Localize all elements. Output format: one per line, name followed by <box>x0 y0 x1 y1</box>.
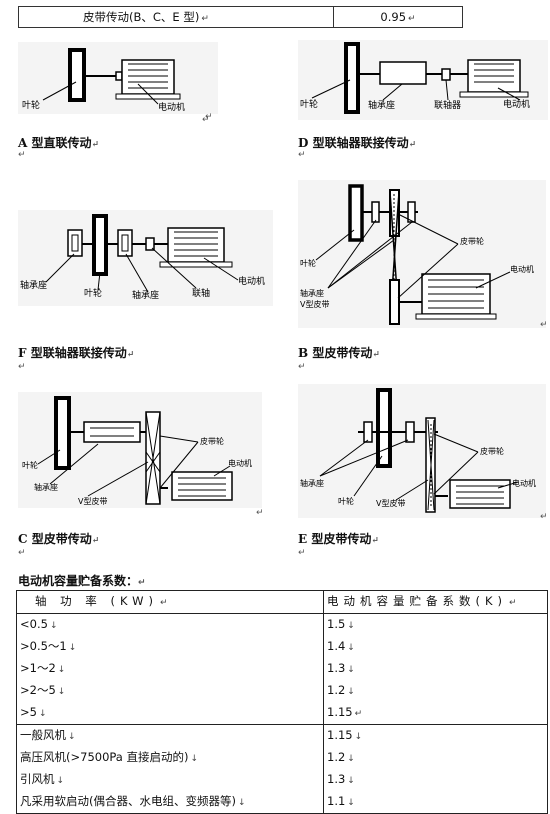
label-impeller: 叶轮 <box>22 99 40 111</box>
diagram-c: 叶轮 皮带轮 轴承座 V型皮带 电动机 <box>18 392 262 508</box>
label-pulley: 皮带轮 <box>480 446 504 456</box>
label-bearing: 轴承座 <box>300 478 324 488</box>
label-bearing: 轴承座 <box>34 482 58 492</box>
power-range: >1～2 <box>20 661 56 675</box>
caption-e: E 型皮带传动 <box>298 532 372 546</box>
header-shaft-power: 轴 功 率 (KW) <box>35 594 158 608</box>
power-range: >2～5 <box>20 683 56 697</box>
table-row: 引风机↓ 1.3↓ <box>16 769 548 791</box>
transmission-label: 皮带传动(B、C、E 型) <box>83 10 200 24</box>
diagram-b: 叶轮 皮带轮 轴承座 V型皮带 电动机 <box>298 180 546 328</box>
diagram-e: 皮带轮 电动机 轴承座 叶轮 V型皮带 <box>298 384 546 518</box>
caption-c: C 型皮带传动 <box>18 532 92 546</box>
label-pulley: 皮带轮 <box>200 436 224 446</box>
label-impeller: 叶轮 <box>22 460 38 470</box>
label-coupling: 联轴器 <box>434 99 461 111</box>
label-pulley: 皮带轮 <box>460 236 484 246</box>
label-motor: 电动机 <box>158 101 185 113</box>
table-row: 一般风机↓ 1.15↓ <box>16 724 548 747</box>
power-range: >0.5～1 <box>20 639 67 653</box>
reserve-factor: 1.3 <box>327 661 346 675</box>
label-impeller: 叶轮 <box>338 496 354 506</box>
diagram-f: 轴承座 叶轮 轴承座 联轴 电动机 <box>18 210 273 306</box>
label-impeller: 叶轮 <box>300 258 316 268</box>
transmission-value: 0.95 <box>380 10 407 24</box>
label-bearing-left: 轴承座 <box>20 279 47 291</box>
reserve-factor: 1.2 <box>327 750 346 764</box>
table-row: >0.5～1↓ 1.4↓ <box>16 636 548 658</box>
label-motor: 电动机 <box>503 98 530 110</box>
fan-type: 引风机 <box>20 772 55 786</box>
label-motor: 电动机 <box>228 458 252 468</box>
reserve-factor: 1.4 <box>327 639 346 653</box>
fan-type: 一般风机 <box>20 728 66 742</box>
table-row: 高压风机(>7500Pa 直接启动的)↓ 1.2↓ <box>16 747 548 769</box>
label-vbelt: V型皮带 <box>376 498 405 508</box>
reserve-factor: 1.15 <box>327 728 353 742</box>
power-range: <0.5 <box>20 617 48 631</box>
caption-d: D 型联轴器联接传动 <box>298 136 409 150</box>
label-vbelt: V型皮带 <box>78 496 107 506</box>
header-reserve-factor: 电动机容量贮备系数(K) <box>327 594 508 608</box>
table-row: <0.5↓ 1.5↓ <box>16 613 548 636</box>
label-vbelt: V型皮带 <box>300 299 329 309</box>
label-impeller: 叶轮 <box>84 287 102 299</box>
table-row: 凡采用软启动(偶合器、水电组、变频器等)↓ 1.1↓ <box>16 791 548 814</box>
label-motor: 电动机 <box>510 264 534 274</box>
table-header-row: 轴 功 率 (KW)↵ 电动机容量贮备系数(K)↵ <box>16 590 548 614</box>
transmission-factor-table: 皮带传动(B、C、E 型)↵ 0.95↵ <box>18 6 463 28</box>
reserve-factor: 1.2 <box>327 683 346 697</box>
label-bearing: 轴承座 <box>368 99 395 111</box>
reserve-factor: 1.1 <box>327 794 346 808</box>
reserve-factor: 1.5 <box>327 617 346 631</box>
reserve-factor-table: 轴 功 率 (KW)↵ 电动机容量贮备系数(K)↵ <0.5↓ 1.5↓ >0.… <box>16 590 548 814</box>
label-bearing: 轴承座 <box>300 288 324 298</box>
diagram-a: 叶轮 电动机 <box>18 42 218 114</box>
reserve-factor: 1.3 <box>327 772 346 786</box>
diagram-d: 叶轮 轴承座 联轴器 电动机 <box>298 40 548 120</box>
power-range: >5 <box>20 705 37 719</box>
label-motor: 电动机 <box>238 275 265 287</box>
table-row: 皮带传动(B、C、E 型)↵ 0.95↵ <box>18 6 463 28</box>
label-bearing-right: 轴承座 <box>132 289 159 301</box>
table-row: >2～5↓ 1.2↓ <box>16 680 548 702</box>
caption-f: F 型联轴器联接传动 <box>18 346 127 360</box>
label-impeller: 叶轮 <box>300 98 318 110</box>
fan-type: 高压风机(>7500Pa 直接启动的) <box>20 750 189 764</box>
label-coupling: 联轴 <box>192 287 210 299</box>
reserve-factor: 1.15 <box>327 705 353 719</box>
caption-a: A 型直联传动 <box>18 136 92 150</box>
table-row: >1～2↓ 1.3↓ <box>16 658 548 680</box>
table-row: >5↓ 1.15↵ <box>16 702 548 725</box>
fan-type: 凡采用软启动(偶合器、水电组、变频器等) <box>20 794 236 808</box>
caption-b: B 型皮带传动 <box>298 346 373 360</box>
reserve-title: 电动机容量贮备系数： <box>18 574 139 588</box>
label-motor: 电动机 <box>512 478 536 488</box>
